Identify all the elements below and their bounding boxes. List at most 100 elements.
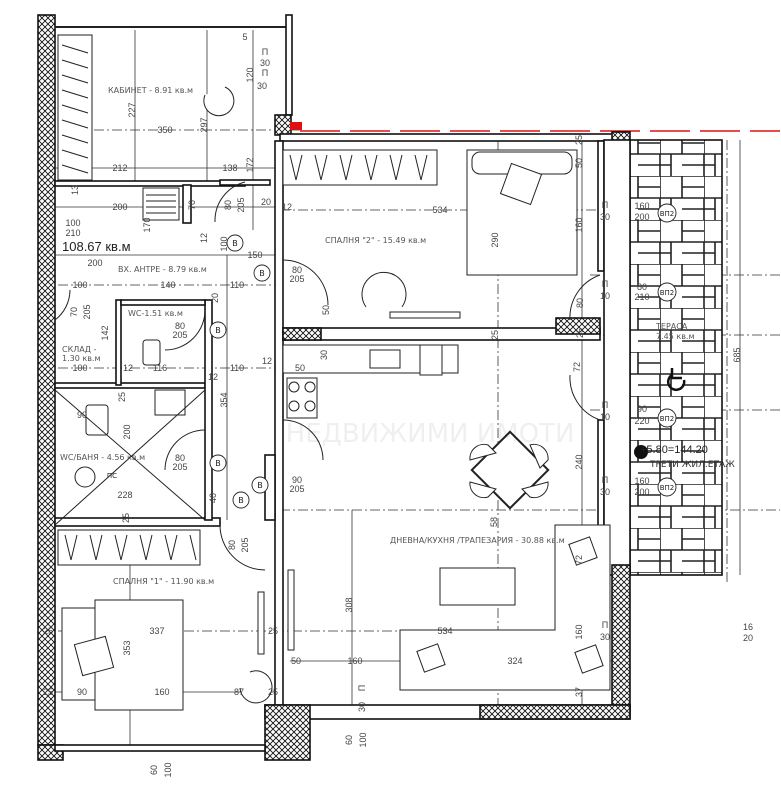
dimension-label: П — [262, 68, 268, 78]
dimension-label: 100 — [72, 363, 87, 373]
dimension-label: 100 — [358, 732, 368, 747]
svg-text:ВП2: ВП2 — [660, 415, 675, 423]
dimension-label: 50 — [291, 656, 301, 666]
level-floor: ТРЕТИ ЖИЛ.ЕТАЖ — [649, 460, 735, 470]
dimension-label: 12 — [123, 363, 133, 373]
dimension-label: 50 — [574, 158, 584, 168]
dimension-label: 100 — [65, 218, 80, 228]
room-bedroom-1: СПАЛНЯ "1" - 11.90 кв.м — [113, 577, 214, 586]
dimension-label: 100 — [72, 280, 87, 290]
room-study: КАБИНЕТ - 8.91 кв.м — [108, 86, 193, 95]
dimension-label: 80 — [175, 453, 185, 463]
bath-sink — [154, 389, 186, 416]
dimension-label: 72 — [574, 555, 584, 565]
svg-text:ВП2: ВП2 — [660, 289, 675, 297]
dimension-label: 210 — [65, 228, 80, 238]
dimension-label: 10 — [600, 412, 610, 422]
dimension-label: 116 — [153, 363, 167, 373]
dimension-label: 150 — [247, 250, 262, 260]
svg-text:В: В — [215, 459, 221, 468]
dimension-label: 30 — [600, 632, 610, 642]
dimension-label: 205 — [172, 330, 187, 340]
door-tags: В В В В В В ВП2 ВП2 ВП2 ВП2 ПС — [107, 203, 686, 509]
red-marker — [290, 122, 302, 130]
dimension-label: 100 — [163, 762, 173, 777]
dimension-label: 308 — [344, 597, 354, 612]
dimension-label: 25 — [575, 328, 585, 338]
dimension-label: 220 — [634, 416, 649, 426]
room-storage: СКЛАД - — [62, 345, 97, 354]
dimension-label: 30 — [257, 81, 267, 91]
room-living: ДНЕВНА/КУХНЯ /ТРАПЕЗАРИЯ - 30.88 кв.м — [390, 536, 565, 545]
dimension-label: 70 — [187, 200, 197, 210]
sofa — [399, 524, 611, 691]
dimension-label: 160 — [634, 476, 649, 486]
door-tag: В — [209, 321, 227, 339]
dimension-label: 25 — [268, 626, 278, 636]
dimension-label: 25 — [490, 330, 500, 340]
dimension-label: 142 — [100, 325, 110, 340]
dimension-label: 80 — [175, 321, 185, 331]
dimension-label: 160 — [347, 656, 362, 666]
dimension-label: 60 — [344, 735, 354, 745]
dimension-label: 25 — [117, 392, 127, 402]
dimension-label: 160 — [574, 624, 584, 639]
dimension-label: 58 — [489, 517, 499, 527]
dimension-label: 297 — [199, 117, 209, 132]
window-tag: ВП2 — [657, 203, 677, 223]
dimension-label: 20 — [743, 633, 753, 643]
dimension-label: П — [262, 47, 268, 57]
level-elevation: +5.80=144.20 — [640, 444, 708, 456]
dimension-label: 200 — [112, 202, 127, 212]
room-bedroom-2: СПАЛНЯ "2" - 15.49 кв.м — [325, 236, 426, 245]
dimension-label: 534 — [432, 205, 447, 215]
dimension-label: 110 — [230, 363, 244, 373]
window-tag: ВП2 — [657, 282, 677, 302]
watermark: НЕДВИЖИМИ ИМОТИ — [286, 419, 575, 449]
total-area: 108.67 кв.м — [62, 239, 131, 254]
room-storage-area: 1.30 кв.м — [62, 354, 100, 363]
dimension-label: 30 — [260, 58, 270, 68]
dimension-label: 290 — [490, 232, 500, 247]
dimension-label: П — [602, 620, 608, 630]
dimension-label: 205 — [240, 537, 250, 552]
dimension-label: 80 — [575, 298, 585, 308]
bedroom2-wardrobe — [282, 149, 438, 186]
dimension-label: 20 — [210, 293, 220, 303]
svg-text:ВП2: ВП2 — [660, 484, 675, 492]
svg-text:В: В — [238, 496, 244, 505]
dimension-label: 25 — [43, 687, 53, 697]
dimension-label: 20 — [261, 197, 271, 207]
bath-toilet — [85, 404, 109, 436]
dimension-label: 110 — [230, 280, 244, 290]
dimension-label: 80 — [223, 200, 233, 210]
window-tag: ВП2 — [657, 408, 677, 428]
dimension-label: 240 — [574, 454, 584, 469]
dimension-label: 200 — [122, 424, 132, 439]
dimension-label: 10 — [600, 291, 610, 301]
svg-text:В: В — [232, 239, 238, 248]
dimension-label: П — [602, 200, 608, 210]
accessibility-icon — [667, 368, 686, 392]
dimension-label: 70 — [69, 307, 79, 317]
dimension-label: 138 — [222, 163, 237, 173]
dimension-label: 160 — [574, 217, 584, 232]
door-swings — [54, 181, 601, 571]
bedroom2-desk — [389, 311, 461, 319]
room-bathroom: WC/БАНЯ - 4.56 кв.м — [60, 453, 145, 462]
dimension-label: 30 — [600, 487, 610, 497]
dimension-label: 90 — [292, 475, 302, 485]
study-chair — [203, 86, 235, 117]
dimension-label: 210 — [634, 292, 649, 302]
dimension-label: 80 — [292, 265, 302, 275]
dimension-label: 50 — [295, 363, 305, 373]
dimension-label: 354 — [219, 392, 229, 407]
window-tag: ВП2 — [657, 477, 677, 497]
dimension-label: 324 — [507, 656, 522, 666]
dimension-label: 200 — [634, 487, 649, 497]
dimension-label: 90 — [77, 687, 87, 697]
dimension-label: 160 — [154, 687, 169, 697]
study-wardrobe — [57, 34, 93, 181]
